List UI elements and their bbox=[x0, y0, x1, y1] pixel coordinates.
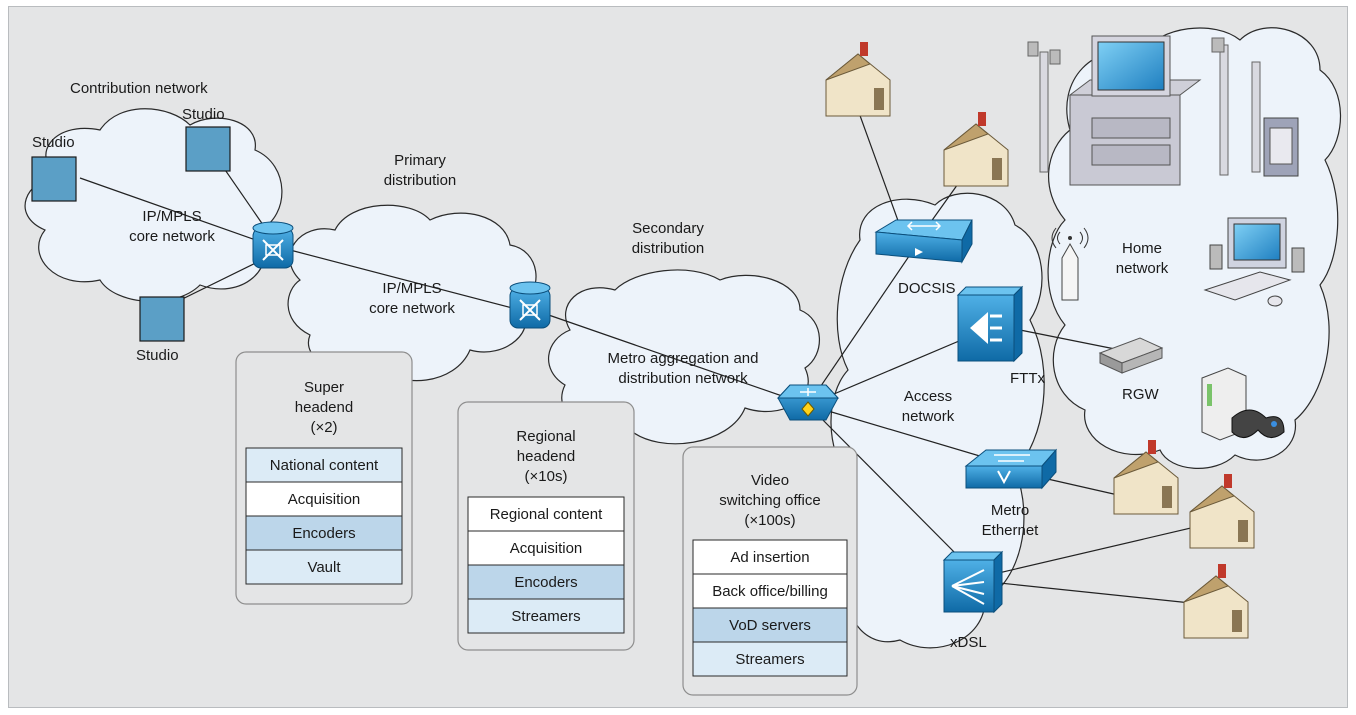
fttx-label: FTTx bbox=[1010, 370, 1045, 387]
game-console-icon bbox=[1201, 367, 1285, 441]
video-switching-office-row-label-3: VoD servers bbox=[729, 617, 811, 634]
studio-label-top-right: Studio bbox=[182, 106, 225, 123]
metro-ethernet-line-1: Metro bbox=[991, 502, 1029, 519]
super-headend-row-label-4: Vault bbox=[307, 559, 341, 576]
regional-headend-panel: Regional headend (×10s) Regional content… bbox=[457, 401, 635, 651]
house-icon-2 bbox=[943, 112, 1009, 187]
video-switching-office-row-2 bbox=[692, 573, 848, 609]
super-headend-row-label-2: Acquisition bbox=[288, 491, 361, 508]
house-icon-5 bbox=[1183, 564, 1249, 639]
rgw-gateway-icon bbox=[1098, 337, 1164, 374]
video-switching-office-row-label-4: Streamers bbox=[735, 651, 804, 668]
super-headend-row-2 bbox=[245, 481, 403, 517]
core-router-icon bbox=[252, 221, 294, 269]
docsis-cmts-icon bbox=[874, 219, 973, 264]
video-switching-office-row-4 bbox=[692, 641, 848, 677]
regional-headend-title-line-1: Regional bbox=[516, 428, 575, 445]
regional-headend-row-2 bbox=[467, 530, 625, 566]
home-network-line-1: Home bbox=[1122, 240, 1162, 257]
regional-headend-title-line-3: (×10s) bbox=[525, 468, 568, 485]
desktop-computer-icon bbox=[1203, 217, 1305, 307]
xdsl-dslam-icon bbox=[942, 550, 1004, 614]
home-theater-icon bbox=[1027, 35, 1299, 186]
access-network-line-1: Access bbox=[904, 388, 952, 405]
home-network-line-2: network bbox=[1116, 260, 1169, 277]
super-headend-title-line-1: Super bbox=[304, 379, 344, 396]
wifi-antenna-icon bbox=[1051, 227, 1089, 301]
studio-label-top-left: Studio bbox=[32, 134, 75, 151]
video-switching-office-row-label-2: Back office/billing bbox=[712, 583, 828, 600]
regional-headend-row-3 bbox=[467, 564, 625, 600]
vso-title-line-1: Video bbox=[751, 472, 789, 489]
super-headend-row-4 bbox=[245, 549, 403, 585]
edge-router-icon bbox=[509, 281, 551, 329]
super-headend-panel: Super headend (×2) National contentAcqui… bbox=[235, 351, 413, 605]
access-network-line-2: network bbox=[902, 408, 955, 425]
primary-distribution-line-1: Primary bbox=[394, 152, 446, 169]
house-icon-1 bbox=[825, 42, 891, 117]
super-headend-title-line-2: headend bbox=[295, 399, 353, 416]
regional-headend-row-label-1: Regional content bbox=[490, 506, 603, 523]
studio-label-bottom: Studio bbox=[136, 347, 179, 364]
core-network-1-line-1: IP/MPLS bbox=[142, 208, 201, 225]
primary-distribution-line-2: distribution bbox=[384, 172, 457, 189]
super-headend-row-label-3: Encoders bbox=[292, 525, 355, 542]
regional-headend-row-label-2: Acquisition bbox=[510, 540, 583, 557]
super-headend-title-line-3: (×2) bbox=[310, 419, 337, 436]
house-icon-4 bbox=[1189, 474, 1255, 549]
video-switching-office-row-1 bbox=[692, 539, 848, 575]
video-switching-office-row-label-1: Ad insertion bbox=[730, 549, 809, 566]
studio-box-bottom bbox=[139, 296, 185, 342]
metro-switch-icon bbox=[776, 384, 840, 421]
metro-network-line-1: Metro aggregation and bbox=[608, 350, 759, 367]
secondary-distribution-line-1: Secondary bbox=[632, 220, 704, 237]
fttx-olt-icon bbox=[956, 285, 1024, 363]
video-switching-office-panel: Video switching office (×100s) Ad insert… bbox=[682, 446, 858, 696]
super-headend-row-label-1: National content bbox=[270, 457, 379, 474]
core-network-2-line-2: core network bbox=[369, 300, 455, 317]
studio-box-right bbox=[185, 126, 231, 172]
metro-ethernet-switch-icon bbox=[964, 448, 1058, 490]
super-headend-row-3 bbox=[245, 515, 403, 551]
metro-network-line-2: distribution network bbox=[618, 370, 748, 387]
docsis-label: DOCSIS bbox=[898, 280, 956, 297]
house-icon-3 bbox=[1113, 440, 1179, 515]
secondary-distribution-line-2: distribution bbox=[632, 240, 705, 257]
core-network-1-line-2: core network bbox=[129, 228, 215, 245]
regional-headend-row-label-3: Encoders bbox=[514, 574, 577, 591]
regional-headend-row-4 bbox=[467, 598, 625, 634]
rgw-label: RGW bbox=[1122, 386, 1160, 403]
regional-headend-rows: Regional contentAcquisitionEncodersStrea… bbox=[467, 496, 625, 634]
vso-title-line-3: (×100s) bbox=[744, 512, 795, 529]
regional-headend-title-line-2: headend bbox=[517, 448, 575, 465]
contribution-network-label: Contribution network bbox=[70, 80, 208, 97]
vso-title-line-2: switching office bbox=[719, 492, 820, 509]
metro-ethernet-line-2: Ethernet bbox=[982, 522, 1040, 539]
core-network-2-line-1: IP/MPLS bbox=[382, 280, 441, 297]
studio-box-left bbox=[31, 156, 77, 202]
xdsl-label: xDSL bbox=[950, 634, 987, 651]
super-headend-row-1 bbox=[245, 447, 403, 483]
regional-headend-row-label-4: Streamers bbox=[511, 608, 580, 625]
